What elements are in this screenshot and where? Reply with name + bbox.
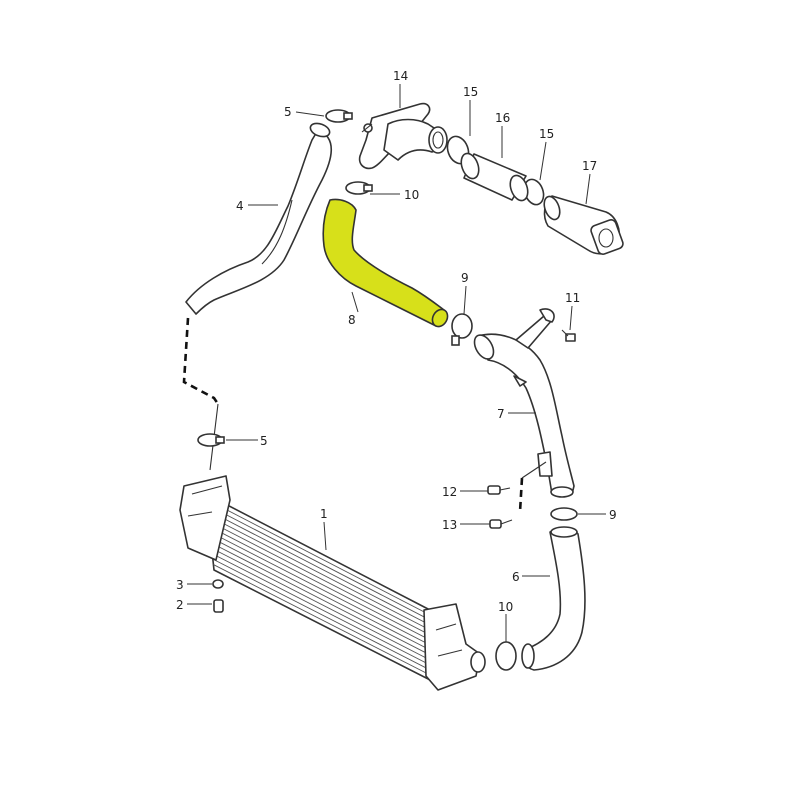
- callout-13: 13: [442, 518, 457, 532]
- callout-15-b: 15: [539, 127, 554, 141]
- callout-5-top: 5: [284, 105, 292, 119]
- callout-6: 6: [512, 570, 520, 584]
- bolt-part-12: [487, 485, 511, 495]
- callout-8: 8: [348, 313, 356, 327]
- callout-11: 11: [565, 291, 580, 305]
- callout-labels: 1 2 3 4 5 5 6 7 8 9 9 10 10 11 12 13 14 …: [176, 69, 617, 614]
- guide-line-right: [521, 461, 547, 479]
- dashed-guide-right: [518, 477, 524, 513]
- washer-part-3: [212, 579, 224, 589]
- callout-9-top: 9: [461, 271, 469, 285]
- clamp-part-5-top: [325, 109, 353, 123]
- intercooler-fins: [206, 499, 438, 680]
- callout-12: 12: [442, 485, 457, 499]
- callout-15-a: 15: [463, 85, 478, 99]
- callout-5-bottom: 5: [260, 434, 268, 448]
- callout-2: 2: [176, 598, 184, 612]
- hose-part-6: [521, 526, 586, 671]
- callout-10-bottom: 10: [498, 600, 513, 614]
- callout-16: 16: [495, 111, 510, 125]
- pipe-part-7: [473, 308, 575, 498]
- clamp-part-9-bottom: [550, 507, 578, 521]
- callout-17: 17: [582, 159, 597, 173]
- callout-7: 7: [497, 407, 505, 421]
- bolt-part-11: [561, 329, 576, 342]
- filter-part-17: [543, 195, 624, 255]
- callout-10-top: 10: [404, 188, 419, 202]
- bolt-part-2: [213, 599, 224, 613]
- elbow-part-14: [358, 102, 448, 170]
- hose-part-8-highlighted: [322, 198, 449, 328]
- tube-part-16: [460, 152, 529, 202]
- callout-4: 4: [236, 199, 244, 213]
- clamp-part-10-bottom: [495, 641, 517, 671]
- callout-3: 3: [176, 578, 184, 592]
- hose-part-4: [185, 122, 332, 315]
- intercooler-part-1: [179, 475, 486, 691]
- callout-9-bottom: 9: [609, 508, 617, 522]
- callout-14: 14: [393, 69, 408, 83]
- clamp-part-10-top: [345, 181, 373, 195]
- callout-1: 1: [320, 507, 328, 521]
- dashed-guide-left: [182, 317, 220, 405]
- leader-lines: [187, 84, 606, 642]
- clamp-part-5-bottom: [197, 433, 225, 447]
- clamp-part-9-top: [451, 313, 473, 346]
- bolt-part-13: [489, 519, 513, 529]
